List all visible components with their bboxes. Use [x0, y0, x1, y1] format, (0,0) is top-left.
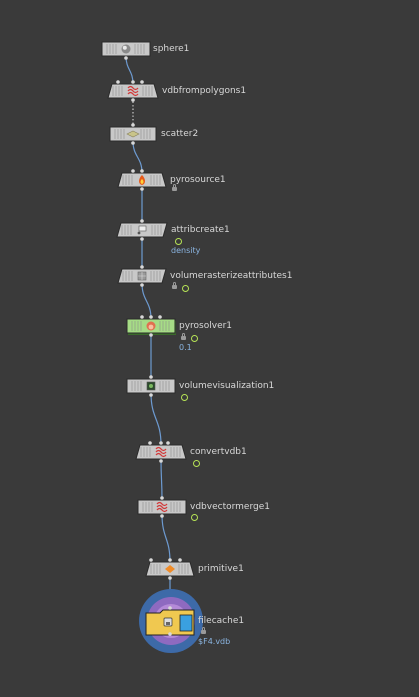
input-port[interactable]: [160, 496, 164, 500]
input-port[interactable]: [149, 375, 153, 379]
input-port[interactable]: [168, 606, 172, 610]
node-label: volumevisualization1: [179, 381, 275, 391]
input-port[interactable]: [140, 219, 144, 223]
wire-volumerasterizeattributes1-to-pyrosolver1[interactable]: [141, 282, 152, 320]
input-port[interactable]: [140, 315, 144, 319]
output-port[interactable]: [159, 459, 163, 463]
output-port[interactable]: [124, 56, 128, 60]
node-label: pyrosolver1: [179, 321, 233, 331]
node-label: primitive1: [198, 564, 244, 574]
vdb-icon: [155, 446, 167, 458]
node-label: sphere1: [153, 44, 190, 54]
pyro-solver-icon: [146, 321, 156, 331]
input-port[interactable]: [140, 265, 144, 269]
output-port[interactable]: [140, 187, 144, 191]
output-port[interactable]: [168, 632, 172, 636]
fire-icon: [139, 175, 145, 185]
output-port[interactable]: [131, 141, 135, 145]
primitive-icon: [165, 565, 175, 573]
output-port[interactable]: [131, 98, 135, 102]
dependency-flag-icon: [191, 514, 198, 521]
wire-convertvdb1-to-vdbvectormerge1[interactable]: [160, 458, 163, 501]
input-port[interactable]: [116, 80, 120, 84]
input-port[interactable]: [166, 441, 170, 445]
input-port[interactable]: [149, 558, 153, 562]
dependency-flag-icon: [193, 460, 200, 467]
lock-icon: [172, 282, 177, 289]
input-port[interactable]: [131, 169, 135, 173]
output-port[interactable]: [140, 283, 144, 287]
node-label: convertvdb1: [190, 447, 247, 457]
dependency-flag-icon: [191, 335, 198, 342]
node-label: scatter2: [161, 129, 199, 139]
node-label: vdbfrompolygons1: [162, 86, 247, 96]
node-sublabel: $F4.vdb: [198, 637, 231, 646]
input-port[interactable]: [148, 441, 152, 445]
input-port[interactable]: [149, 315, 153, 319]
output-port[interactable]: [149, 393, 153, 397]
scatter-icon: [126, 130, 140, 138]
input-port[interactable]: [140, 80, 144, 84]
rasterize-icon: [137, 271, 147, 281]
input-port[interactable]: [178, 558, 182, 562]
file-cache-icon: [163, 617, 173, 627]
wire-vdbvectormerge1-to-primitive1[interactable]: [161, 513, 171, 563]
node-label: attribcreate1: [171, 225, 230, 235]
node-label: pyrosource1: [170, 175, 226, 185]
output-port[interactable]: [140, 237, 144, 241]
attribute-icon: [137, 225, 147, 235]
input-port[interactable]: [131, 123, 135, 127]
node-sublabel: 0.1: [179, 343, 192, 352]
sphere-icon: [121, 44, 131, 54]
node-label: filecache1: [198, 616, 245, 626]
output-port[interactable]: [168, 576, 172, 580]
lock-icon: [181, 333, 186, 340]
input-port[interactable]: [158, 315, 162, 319]
dependency-flag-icon: [181, 394, 188, 401]
node-label: volumerasterizeattributes1: [170, 271, 293, 281]
node-sublabel: density: [171, 246, 201, 255]
vdb-icon: [127, 85, 139, 97]
volume-visualization-icon: [146, 381, 156, 391]
input-port[interactable]: [140, 169, 144, 173]
input-port[interactable]: [168, 558, 172, 562]
input-port[interactable]: [131, 80, 135, 84]
output-port[interactable]: [149, 333, 153, 337]
input-port[interactable]: [159, 441, 163, 445]
node-label: vdbvectormerge1: [190, 502, 270, 512]
dependency-flag-icon: [182, 285, 189, 292]
wire-volumevisualization1-to-convertvdb1[interactable]: [150, 392, 162, 446]
output-port[interactable]: [160, 514, 164, 518]
lock-icon: [201, 627, 206, 634]
vdb-icon: [156, 501, 168, 513]
lock-icon: [172, 184, 177, 191]
dependency-flag-icon: [175, 238, 182, 245]
